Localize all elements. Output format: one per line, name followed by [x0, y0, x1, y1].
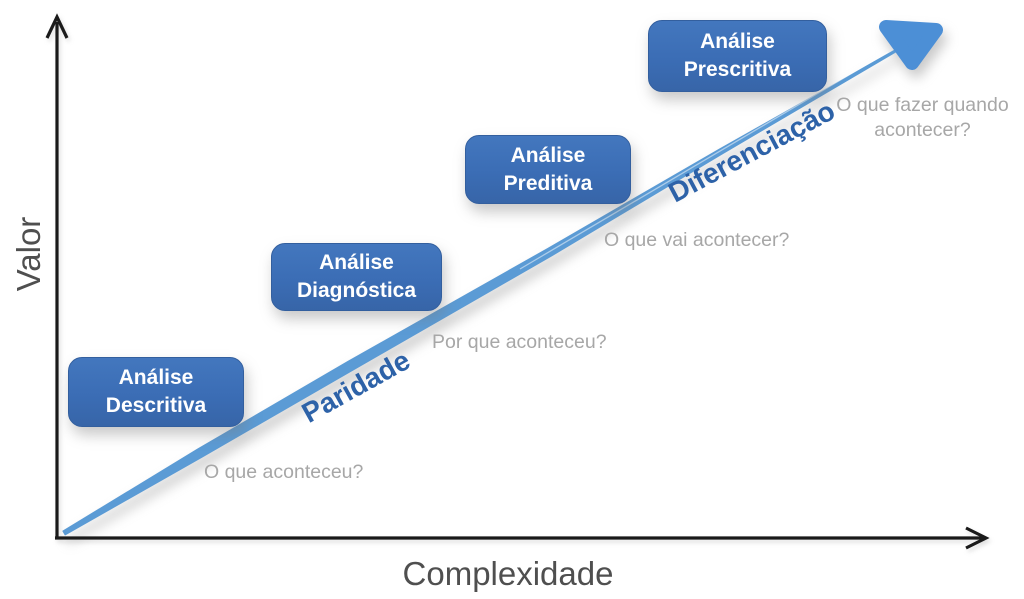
question-diagnostica: Por que aconteceu?	[432, 331, 607, 353]
question-preditiva: O que vai acontecer?	[604, 229, 790, 251]
trend-arrowhead-icon	[879, 20, 943, 70]
stage-title-line1: Análise	[319, 251, 394, 275]
stage-box-prescritiva: Análise Prescritiva	[648, 20, 827, 92]
question-prescritiva: O que fazer quando acontecer?	[836, 94, 1009, 142]
x-axis-arrowhead-icon	[965, 526, 990, 550]
x-axis-label: Complexidade	[402, 555, 614, 592]
y-axis-arrowhead-icon	[45, 13, 69, 39]
stage-box-diagnostica: Análise Diagnóstica	[271, 243, 442, 311]
stage-box-preditiva: Análise Preditiva	[465, 135, 631, 204]
question-descritiva: O que aconteceu?	[204, 461, 364, 483]
stage-title-line2: Preditiva	[503, 171, 593, 195]
stage-title-line1: Análise	[118, 366, 194, 390]
axes	[45, 13, 990, 550]
stage-title-line2: Descritiva	[105, 394, 207, 417]
trend-arrow-highlight	[519, 51, 889, 270]
stage-title-line1: Análise	[510, 143, 586, 167]
y-axis-label: Valor	[10, 216, 47, 292]
stage-title-line2: Prescritiva	[683, 58, 792, 81]
stage-title-line1: Análise	[700, 30, 775, 54]
trend-arrow	[62, 20, 943, 536]
stage-title-line2: Diagnóstica	[296, 279, 417, 302]
stage-box-descritiva: Análise Descritiva	[68, 357, 244, 427]
